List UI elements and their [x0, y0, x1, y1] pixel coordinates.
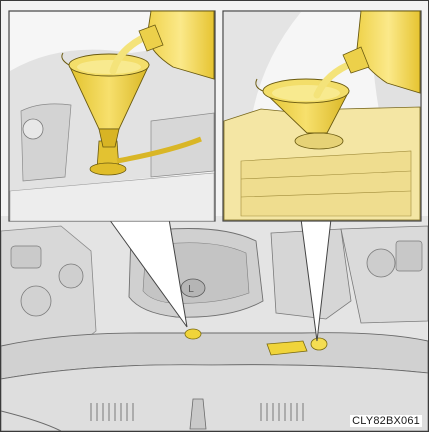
svg-text:L: L: [188, 284, 194, 295]
engine-oil-filler-cap-marker: [185, 329, 201, 339]
washer-fluid-inset: [223, 11, 421, 221]
engine-oil-inset: [9, 11, 215, 221]
engine-bay: L: [1, 216, 428, 431]
figure-code-label: CLY82BX061: [350, 415, 422, 427]
